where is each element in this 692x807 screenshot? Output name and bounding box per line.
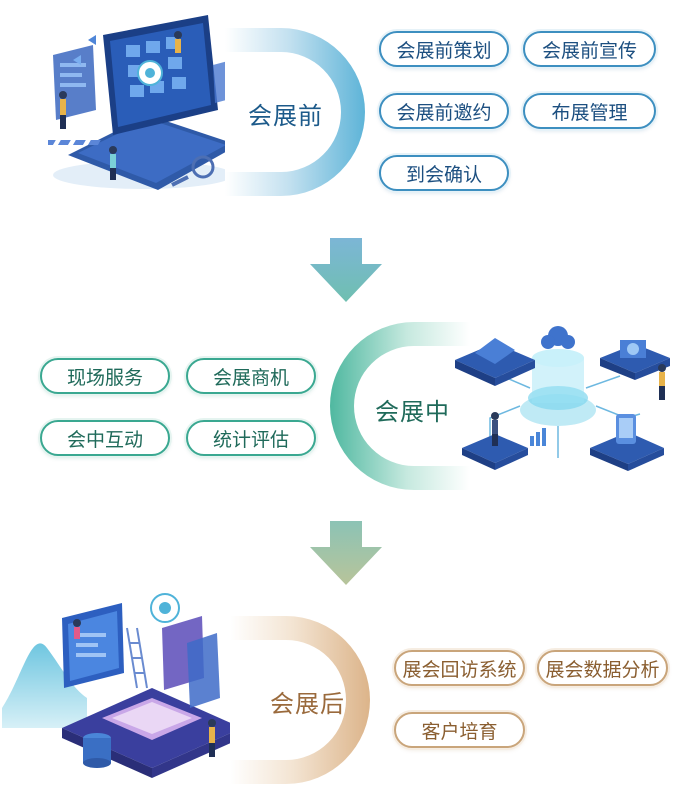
stage-after-label: 会展后 xyxy=(270,690,345,718)
item-pre-invitation[interactable]: 会展前邀约 xyxy=(379,93,509,129)
data-analysis-illustration xyxy=(2,593,242,778)
item-onsite-service[interactable]: 现场服务 xyxy=(40,358,170,394)
item-business-opportunity[interactable]: 会展商机 xyxy=(186,358,316,394)
item-pre-planning[interactable]: 会展前策划 xyxy=(379,31,509,67)
item-data-analysis[interactable]: 展会数据分析 xyxy=(537,650,668,686)
laptop-dashboard-illustration xyxy=(48,15,245,190)
item-revisit-system[interactable]: 展会回访系统 xyxy=(394,650,525,686)
stage-before-label: 会展前 xyxy=(248,102,323,130)
iot-network-illustration xyxy=(455,326,670,471)
item-customer-nurture[interactable]: 客户培育 xyxy=(394,712,525,748)
item-statistics[interactable]: 统计评估 xyxy=(186,420,316,456)
down-arrow-icon xyxy=(310,238,382,302)
stage-during-arc xyxy=(330,322,470,490)
stage-during-label: 会展中 xyxy=(375,398,450,426)
item-interaction[interactable]: 会中互动 xyxy=(40,420,170,456)
stage-after-arc xyxy=(230,616,370,784)
item-pre-promotion[interactable]: 会展前宣传 xyxy=(523,31,656,67)
item-booth-management[interactable]: 布展管理 xyxy=(523,93,656,129)
down-arrow-icon xyxy=(310,521,382,585)
stage-before-arc xyxy=(225,28,365,196)
item-arrival-confirm[interactable]: 到会确认 xyxy=(379,155,509,191)
